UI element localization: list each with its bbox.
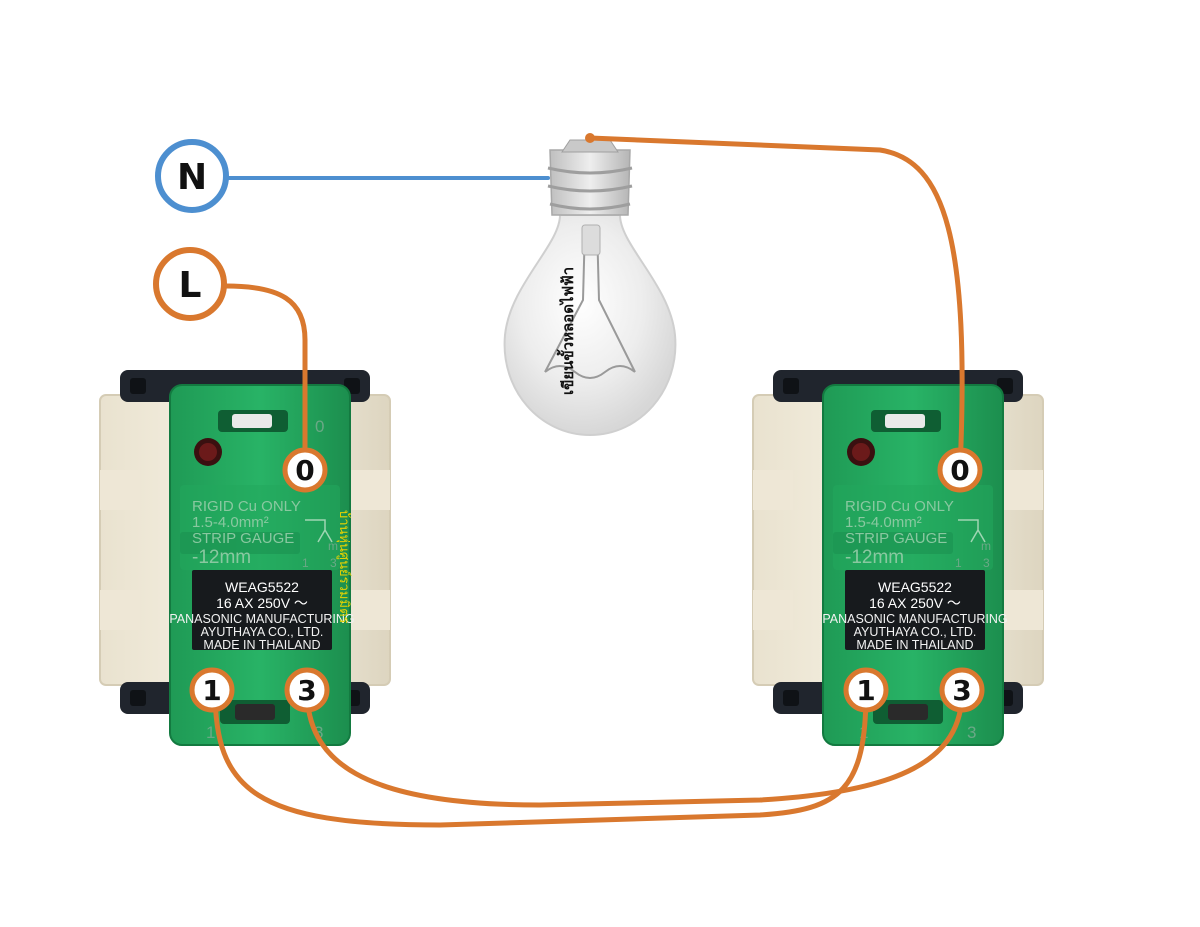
left-mold-strip-gauge: STRIP GAUGE bbox=[192, 530, 294, 547]
left-mold-1: 1 bbox=[302, 556, 309, 570]
svg-text:0: 0 bbox=[295, 454, 314, 487]
left-plate-origin: MADE IN THAILAND bbox=[203, 638, 320, 652]
left-mold-rigid: RIGID Cu ONLY bbox=[192, 498, 301, 515]
left-mold-0: 0 bbox=[315, 417, 324, 436]
left-terminal-3: 3 bbox=[287, 670, 327, 710]
right-terminal-3: 3 bbox=[942, 670, 982, 710]
right-plate-rating: 16 AX 250V ～ bbox=[869, 595, 961, 611]
right-terminal-1: 1 bbox=[846, 670, 886, 710]
live-supply-label: L bbox=[153, 247, 227, 321]
left-mold-3: 3 bbox=[330, 556, 337, 570]
neutral-supply-label: N bbox=[155, 139, 229, 213]
left-plate-rating: 16 AX 250V ～ bbox=[216, 595, 308, 611]
right-mold-strip-gauge: STRIP GAUGE bbox=[845, 530, 947, 547]
right-plate-model: WEAG5522 bbox=[878, 579, 952, 595]
right-mold-1: 1 bbox=[955, 556, 962, 570]
right-terminal-common: 0 bbox=[940, 450, 980, 490]
svg-text:1: 1 bbox=[202, 674, 221, 707]
lamp-to-switch-wire bbox=[587, 135, 965, 473]
traveller-wire-3 bbox=[304, 687, 965, 808]
left-terminal-1: 1 bbox=[192, 670, 232, 710]
right-mold-strip-length: -12mm bbox=[845, 547, 904, 568]
right-mold-bottom-3: 3 bbox=[967, 723, 976, 742]
left-mold-bottom-3: 3 bbox=[314, 723, 323, 742]
right-mold-gauge: 1.5-4.0mm² bbox=[845, 514, 922, 531]
lamp-caption: เขียนขั้วหลอดไฟฟ้า bbox=[556, 267, 577, 395]
right-plate-origin: MADE IN THAILAND bbox=[856, 638, 973, 652]
right-switch-symbol-icon bbox=[958, 519, 986, 543]
left-plate-model: WEAG5522 bbox=[225, 579, 299, 595]
left-terminal-common: 0 bbox=[285, 450, 325, 490]
right-mold-3: 3 bbox=[983, 556, 990, 570]
svg-text:L: L bbox=[179, 265, 202, 306]
right-mold-m: m bbox=[981, 539, 991, 553]
left-switch-symbol-icon bbox=[305, 519, 333, 543]
left-plate-company: AYUTHAYA CO., LTD. bbox=[201, 625, 324, 639]
left-mold-strip-length: -12mm bbox=[192, 547, 251, 568]
left-mold-m: m bbox=[328, 539, 338, 553]
right-plate-maker: PANASONIC MANUFACTURING bbox=[822, 612, 1007, 626]
left-plate-maker: PANASONIC MANUFACTURING bbox=[169, 612, 354, 626]
left-side-note: บ้านหุ่นศูนย์รวมมิตร bbox=[336, 510, 352, 624]
right-two-way-switch: RIGID Cu ONLY 1.5-4.0mm² STRIP GAUGE -12… bbox=[752, 369, 1044, 746]
svg-text:3: 3 bbox=[297, 674, 316, 707]
left-two-way-switch: 0 RIGID Cu ONLY 1.5-4.0mm² STRIP GAUGE -… bbox=[99, 369, 391, 746]
right-plate-company: AYUTHAYA CO., LTD. bbox=[854, 625, 977, 639]
traveller-wire-1 bbox=[212, 687, 869, 828]
right-mold-rigid: RIGID Cu ONLY bbox=[845, 498, 954, 515]
svg-text:1: 1 bbox=[856, 674, 875, 707]
svg-text:N: N bbox=[177, 157, 207, 198]
svg-text:3: 3 bbox=[952, 674, 971, 707]
left-mold-bottom-1: 1 bbox=[206, 723, 215, 742]
svg-text:0: 0 bbox=[950, 454, 969, 487]
left-mold-gauge: 1.5-4.0mm² bbox=[192, 514, 269, 531]
live-wire bbox=[223, 283, 308, 468]
light-bulb-icon: เขียนขั้วหลอดไฟฟ้า bbox=[503, 133, 677, 437]
